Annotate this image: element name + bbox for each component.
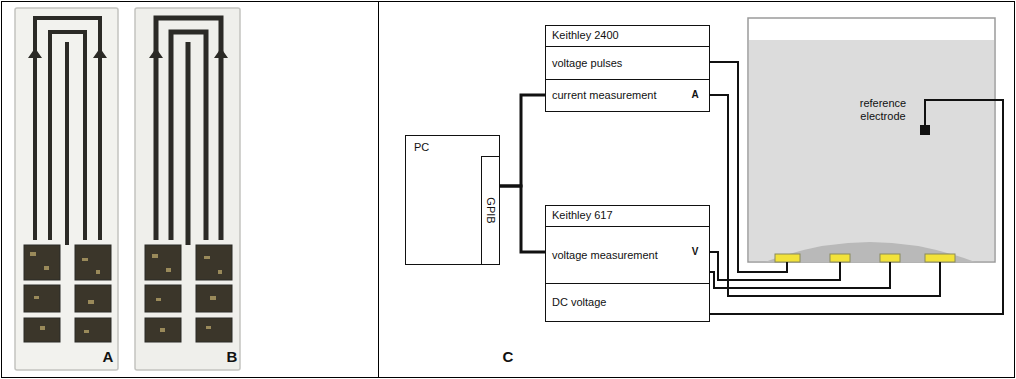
function-row: voltage measurement [546,226,709,283]
measurement-cell [748,18,995,262]
meter-symbol: V [687,246,703,258]
callout-label: reference electrode [850,97,916,123]
instrument-box: Keithley 2400 voltage pulses current measu… [545,25,710,112]
box-title: Keithley 2400 [552,29,703,42]
table-divider [378,2,379,378]
function-label: voltage pulses [552,57,622,70]
function-row: DC voltage [546,283,709,321]
port-label: GPIB [484,197,497,223]
box-title: Keithley 617 [552,209,703,222]
function-label: current measurement [552,89,657,102]
sensor-chip-b [135,8,240,370]
function-row: current measurement [546,79,709,111]
panel-label: B [224,348,240,365]
wires [695,62,1003,314]
computer-box: PC GPIB [405,135,500,265]
panel-label: C [500,348,516,365]
interface-port: GPIB [481,156,499,264]
sensor-chip-a [15,8,118,370]
bus-cable [499,95,545,186]
function-label: voltage measurement [552,249,658,262]
bus-cable [499,186,545,252]
meter-symbol: A [687,89,703,101]
instrument-box: Keithley 617 voltage measurement DC voltag… [545,205,710,322]
box-title: PC [414,141,491,154]
function-row: voltage pulses [546,46,709,79]
panel-label: A [100,348,116,365]
function-label: DC voltage [552,296,606,309]
